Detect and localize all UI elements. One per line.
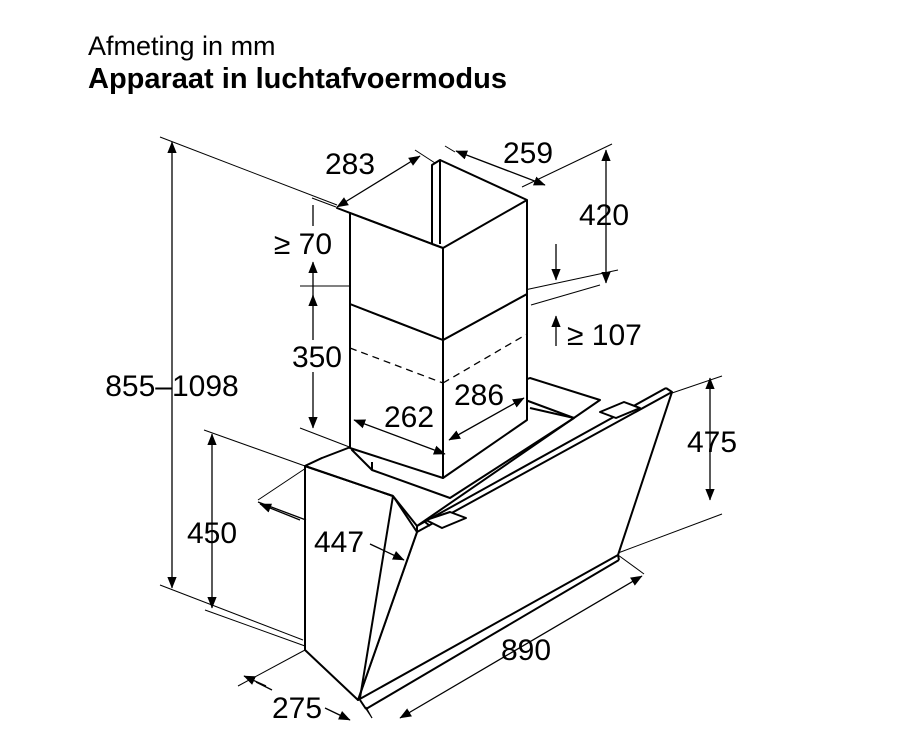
label-panel-height: 475 — [687, 426, 737, 459]
label-total-width: 890 — [501, 634, 551, 667]
dimension-arrows — [167, 141, 715, 721]
label-chimney-depth: 259 — [503, 137, 553, 170]
page-title: Apparaat in luchtafvoermodus — [88, 63, 507, 95]
label-min-overlap: ≥ 107 — [567, 319, 642, 352]
label-chimney-width: 283 — [325, 148, 375, 181]
extension-lines — [159, 136, 723, 719]
units-note: Afmeting in mm — [88, 31, 276, 61]
page-header: Afmeting in mm Apparaat in luchtafvoermo… — [88, 30, 868, 96]
label-inner-depth: 286 — [454, 379, 504, 412]
label-body-height: 450 — [187, 517, 237, 550]
label-inner-width: 262 — [384, 401, 434, 434]
label-body-depth: 447 — [314, 526, 364, 559]
label-chimney-upper-height: 420 — [579, 199, 629, 232]
dimension-labels: 283 259 420 ≥ 70 350 ≥ 107 855–1098 286 … — [105, 137, 737, 725]
label-min-above-top: ≥ 70 — [274, 228, 332, 261]
label-chimney-lower-height: 350 — [292, 341, 342, 374]
chimney-upper — [336, 159, 528, 341]
label-total-height: 855–1098 — [105, 370, 238, 403]
label-bottom-depth: 275 — [272, 692, 322, 725]
